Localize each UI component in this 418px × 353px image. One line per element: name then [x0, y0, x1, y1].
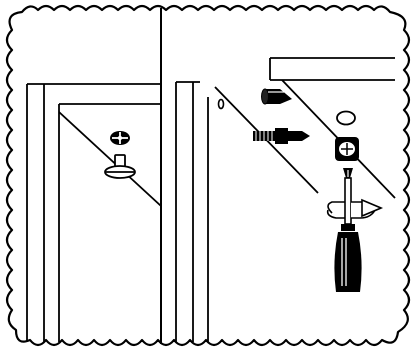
pre-drilled-hole	[217, 98, 225, 110]
cabinet-frame-left	[26, 83, 162, 342]
rotation-arrow-head	[361, 198, 384, 218]
edge-slant-left	[58, 111, 162, 207]
rotation-arrow	[326, 198, 384, 219]
left-panel	[26, 83, 162, 342]
right-panel	[175, 57, 396, 342]
cam-lock-housing	[335, 137, 359, 161]
cam-dowel-loose	[253, 128, 310, 144]
cam-lock-cap	[336, 110, 356, 126]
screwdriver	[334, 168, 362, 292]
cam-dowel-in-panel	[261, 88, 292, 105]
cam-lock-top-view	[110, 131, 130, 145]
cam-lock-side-view	[104, 154, 136, 179]
